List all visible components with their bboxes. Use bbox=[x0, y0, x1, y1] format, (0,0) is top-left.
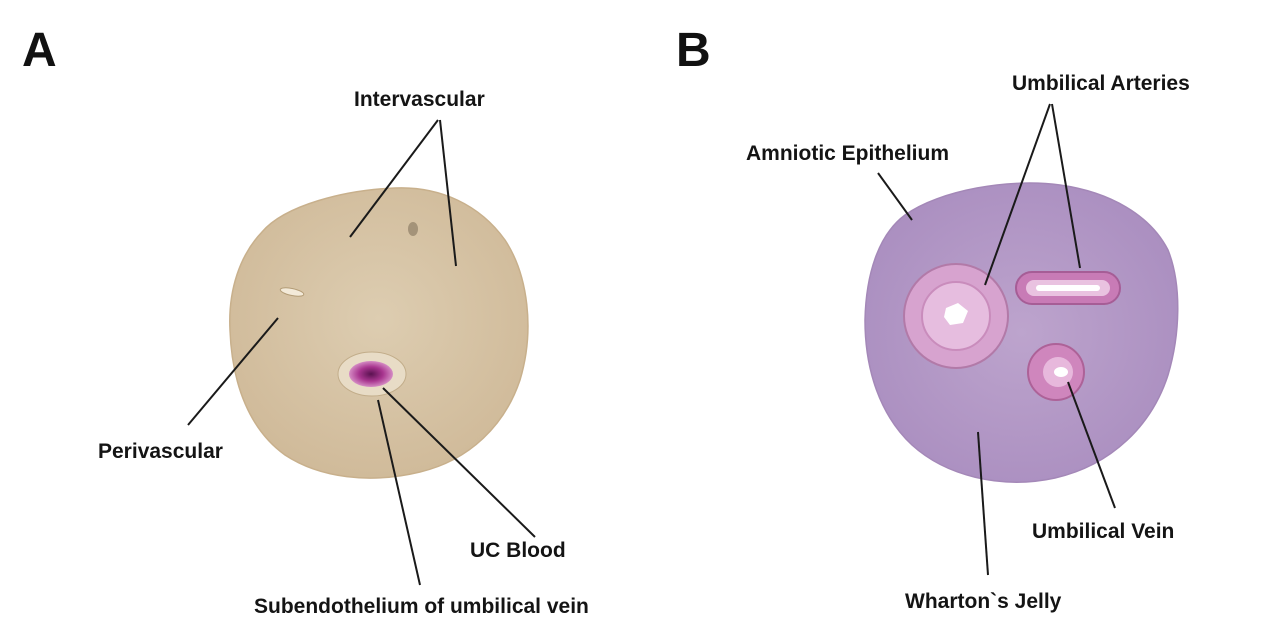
panel-a-tissue-section bbox=[230, 188, 528, 478]
label-amniotic-epithelium: Amniotic Epithelium bbox=[746, 142, 949, 165]
label-umbilical-arteries: Umbilical Arteries bbox=[1012, 72, 1190, 95]
panel-a-uc-blood-stain bbox=[349, 361, 393, 387]
panel-b-letter: B bbox=[676, 24, 711, 77]
label-uc-blood: UC Blood bbox=[470, 539, 566, 562]
label-subendothelium: Subendothelium of umbilical vein bbox=[254, 595, 589, 618]
panel-b-artery-long-lumen bbox=[1036, 285, 1100, 291]
panel-a: A Intervascular Perivascular UC Blood Su… bbox=[22, 24, 589, 618]
panel-b-vein-lumen bbox=[1054, 367, 1068, 377]
label-umbilical-vein: Umbilical Vein bbox=[1032, 520, 1174, 543]
label-perivascular: Perivascular bbox=[98, 440, 223, 463]
panel-a-dark-spot bbox=[408, 222, 418, 236]
panel-a-letter: A bbox=[22, 24, 57, 77]
panel-b-leader-amniotic bbox=[878, 173, 912, 220]
panel-b: B Umbilical Arteries Amniotic Epithelium… bbox=[676, 24, 1190, 613]
label-intervascular: Intervascular bbox=[354, 88, 485, 111]
label-whartons-jelly: Wharton`s Jelly bbox=[905, 590, 1062, 613]
